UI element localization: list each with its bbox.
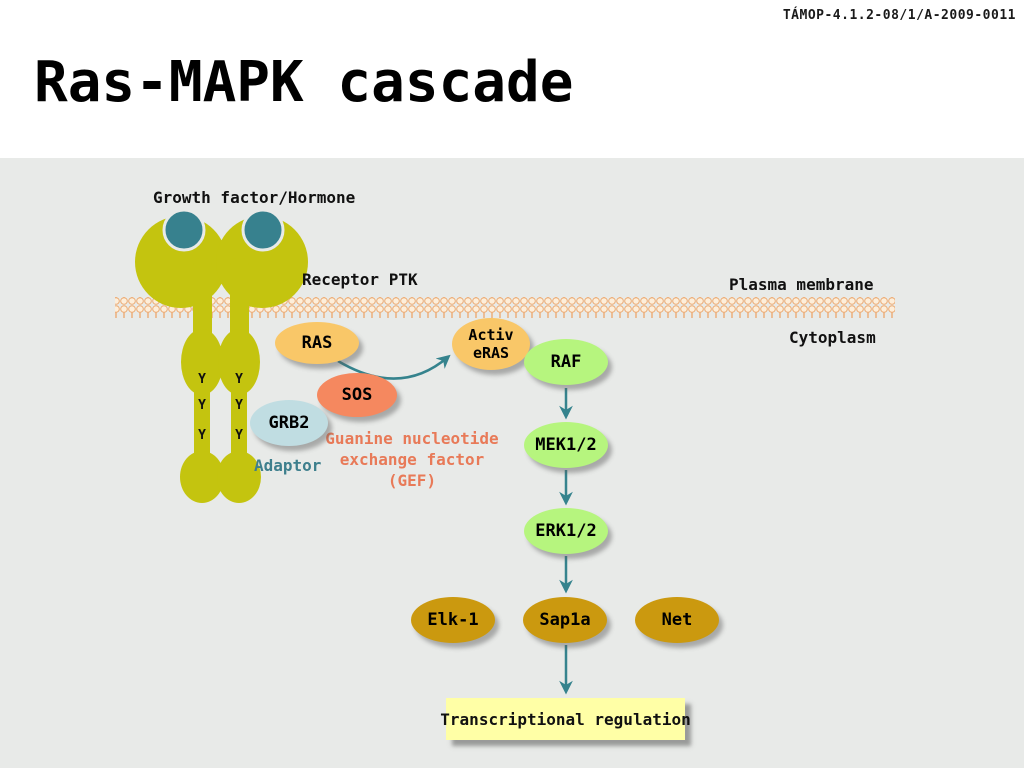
node-grb2: GRB2 [250, 400, 328, 446]
growth-factor-label: Growth factor/Hormone [153, 188, 356, 207]
growth-factor-ligand-right [241, 208, 285, 252]
node-active-ras: Activ eRAS [452, 318, 530, 370]
node-active-ras-line2: eRAS [472, 344, 510, 362]
slide-title: Ras-MAPK cascade [34, 50, 574, 115]
receptor-right-terminal-lobe [217, 451, 261, 503]
adaptor-label: Adaptor [254, 456, 322, 475]
gef-label: Guanine nucleotide exchange factor (GEF) [302, 428, 522, 491]
plasma-membrane-label: Plasma membrane [729, 275, 874, 294]
transcriptional-regulation-label: Transcriptional regulation [440, 709, 691, 729]
plasma-membrane-band [115, 297, 895, 318]
signal-arrows [337, 354, 573, 695]
pathway-shapes [115, 208, 895, 695]
project-code-label: TÁMOP-4.1.2-08/1/A-2009-0011 [782, 8, 1016, 23]
receptor-ptk-shape [135, 216, 308, 503]
gef-label-line3: (GEF) [387, 471, 437, 490]
gef-label-line2: exchange factor [339, 450, 485, 469]
gef-label-line1: Guanine nucleotide [325, 429, 499, 448]
node-active-ras-line1: Activ [468, 326, 514, 344]
node-ras: RAS [275, 322, 359, 364]
transcriptional-regulation-box: Transcriptional regulation [440, 698, 691, 740]
node-net: Net [635, 597, 719, 643]
phospho-site-y: Y [235, 428, 243, 443]
receptor-left-transmembrane-helix [193, 258, 212, 350]
node-elk1: Elk-1 [411, 597, 495, 643]
node-mek12: MEK1/2 [524, 422, 608, 468]
node-erk12: ERK1/2 [524, 508, 608, 554]
node-raf: RAF [524, 339, 608, 385]
receptor-right-tail [231, 362, 247, 474]
node-sos: SOS [317, 373, 397, 417]
receptor-left-terminal-lobe [180, 451, 224, 503]
receptor-ptk-label: Receptor PTK [302, 270, 418, 289]
diagram-panel: Growth factor/Hormone Receptor PTK Plasm… [0, 158, 1024, 768]
phospho-site-y: Y [198, 428, 206, 443]
growth-factor-ligand-left [162, 208, 206, 252]
arrow-ras-to-activeras [337, 354, 451, 380]
phospho-site-y: Y [198, 398, 206, 413]
phospho-site-y: Y [235, 372, 243, 387]
receptor-right-transmembrane-helix [230, 258, 249, 350]
cytoplasm-label: Cytoplasm [789, 328, 876, 347]
phospho-site-y: Y [198, 372, 206, 387]
phospho-site-y: Y [235, 398, 243, 413]
node-sap1a: Sap1a [523, 597, 607, 643]
receptor-left-tail [194, 362, 210, 474]
